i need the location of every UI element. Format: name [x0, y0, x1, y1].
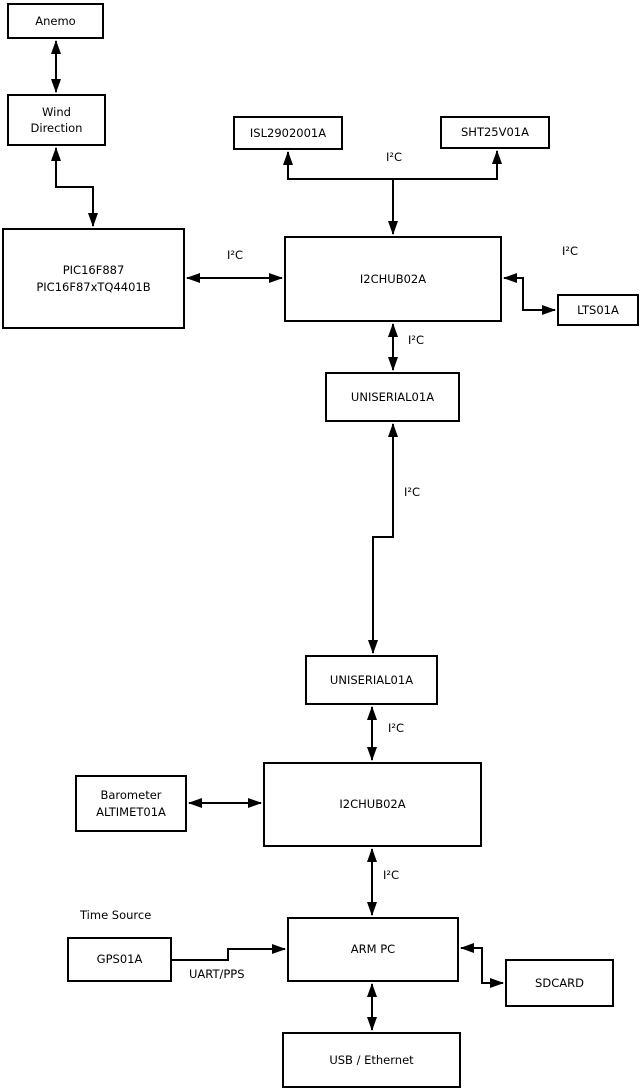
- node-pic-line2: PIC16F87xTQ4401B: [36, 279, 151, 294]
- node-usb-ethernet: USB / Ethernet: [282, 1032, 461, 1088]
- node-sht25v01a: SHT25V01A: [440, 116, 550, 149]
- node-sdcard-label: SDCARD: [535, 975, 584, 990]
- node-isl2902001a-label: ISL2902001A: [249, 125, 327, 140]
- edge-uniserial-top-uniserial-bottom: [368, 423, 398, 654]
- node-isl2902001a: ISL2902001A: [233, 116, 343, 150]
- node-barometer-line2: ALTIMET01A: [96, 804, 166, 819]
- node-sht25v01a-label: SHT25V01A: [461, 125, 529, 140]
- edge-label-i2c-uniserial-hub: I²C: [388, 721, 405, 735]
- edge-label-i2c-hub-armpc: I²C: [383, 868, 400, 882]
- edge-label-i2c-bus-top: I²C: [386, 150, 403, 164]
- node-sdcard: SDCARD: [505, 959, 614, 1007]
- node-lts01a-label: LTS01A: [577, 302, 619, 317]
- node-wind-direction: Wind Direction: [7, 94, 106, 146]
- node-arm-pc-label: ARM PC: [350, 942, 396, 957]
- edge-label-uart-pps: UART/PPS: [189, 967, 245, 981]
- node-gps01a: GPS01A: [67, 937, 172, 982]
- node-uniserial01a-bottom-label: UNISERIAL01A: [329, 672, 414, 687]
- node-i2chub02a-top-label: I2CHUB02A: [359, 271, 427, 286]
- edge-label-i2c-hub-uniserial: I²C: [408, 333, 425, 347]
- node-wind-direction-line1: Wind: [42, 104, 71, 119]
- node-i2chub02a-bottom-label: I2CHUB02A: [339, 797, 406, 812]
- edge-label-i2c-lts: I²C: [562, 244, 579, 258]
- node-arm-pc: ARM PC: [287, 917, 459, 982]
- node-anemo: Anemo: [7, 3, 104, 39]
- edge-hub-top-lts: [503, 273, 556, 315]
- node-uniserial01a-top-label: UNISERIAL01A: [350, 389, 435, 404]
- node-usb-ethernet-label: USB / Ethernet: [329, 1052, 414, 1067]
- node-pic-line1: PIC16F887: [62, 263, 125, 278]
- node-i2chub02a-top: I2CHUB02A: [284, 236, 502, 322]
- node-anemo-label: Anemo: [35, 13, 76, 28]
- node-uniserial01a-bottom: UNISERIAL01A: [305, 655, 438, 705]
- node-barometer-line1: Barometer: [100, 788, 162, 803]
- node-barometer-altimet01a: Barometer ALTIMET01A: [75, 775, 187, 832]
- edge-label-i2c-long-link: I²C: [404, 485, 421, 499]
- edge-gps-armpc: [172, 944, 286, 961]
- edge-wind-direction-pic: [51, 147, 98, 227]
- edge-label-i2c-pic-hub: I²C: [227, 248, 244, 262]
- edge-armpc-sdcard: [460, 943, 504, 988]
- node-wind-direction-line2: Direction: [30, 121, 83, 135]
- node-gps01a-label: GPS01A: [96, 952, 143, 967]
- node-lts01a: LTS01A: [557, 294, 639, 326]
- node-pic: PIC16F887 PIC16F87xTQ4401B: [2, 228, 185, 329]
- label-time-source: Time Source: [80, 908, 152, 922]
- node-i2chub02a-bottom: I2CHUB02A: [263, 762, 482, 847]
- node-uniserial01a-top: UNISERIAL01A: [325, 372, 460, 422]
